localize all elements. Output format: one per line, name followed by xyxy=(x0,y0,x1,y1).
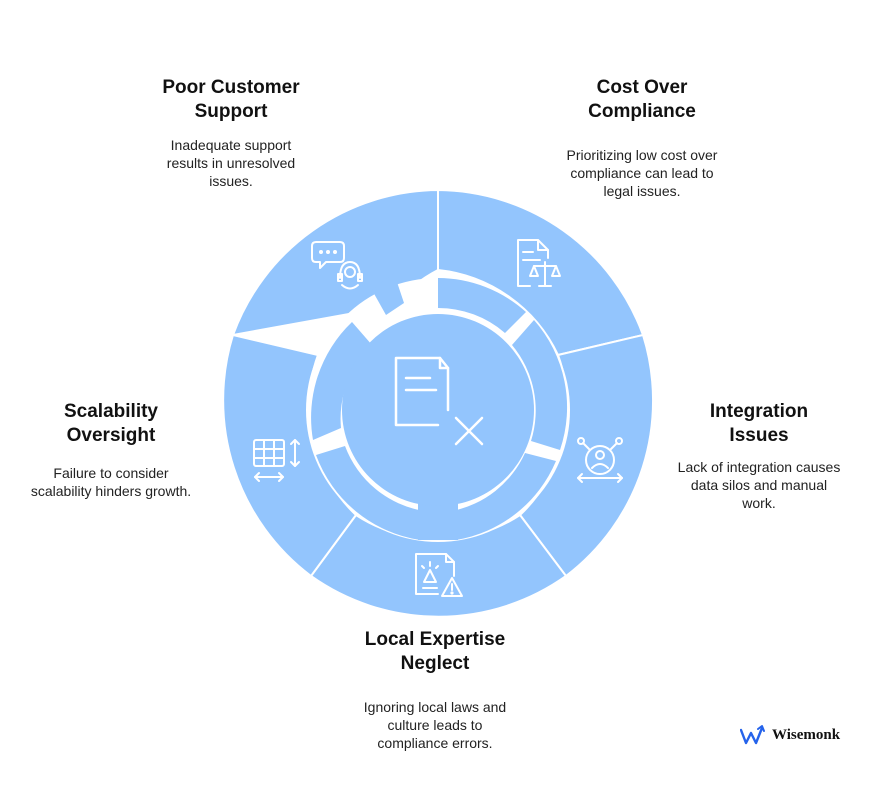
center-hub xyxy=(342,314,534,506)
document-x-icon xyxy=(394,356,484,446)
user-network-icon xyxy=(577,437,623,483)
support-chat-headset-icon xyxy=(311,241,363,290)
table-resize-icon xyxy=(253,439,300,482)
alert-document-warning-icon xyxy=(415,553,463,597)
legal-document-scales-icon xyxy=(517,239,561,287)
brand: Wisemonk xyxy=(740,724,840,746)
inner-ring xyxy=(311,273,568,540)
segment-cost-over-compliance xyxy=(437,188,645,357)
brand-name: Wisemonk xyxy=(772,726,841,743)
wisemonk-logo-icon xyxy=(740,725,765,745)
